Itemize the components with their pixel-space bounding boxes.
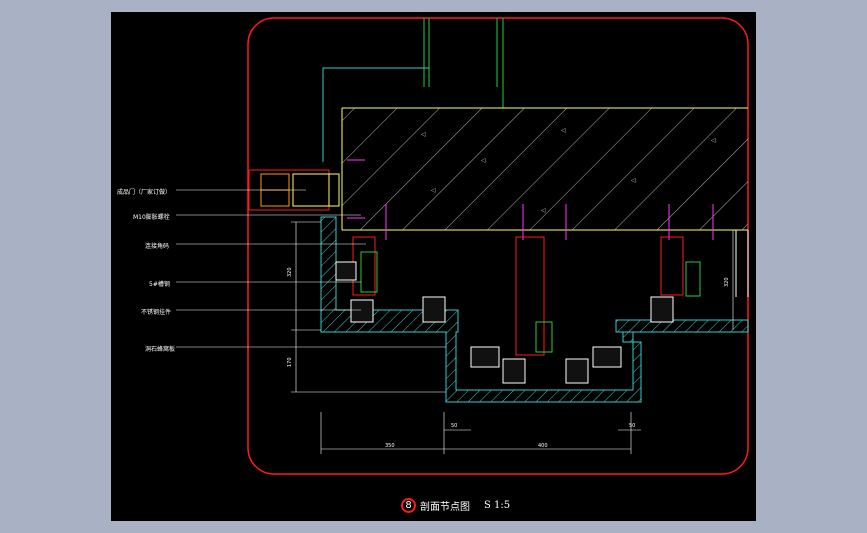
label-door: 成品门（厂家订做）	[117, 189, 172, 196]
concrete-slab: ◁ ◁ ◁ ◁ ◁ ◁ ◁	[341, 107, 748, 231]
svg-text:◁: ◁	[541, 207, 546, 214]
dimension-lines	[291, 221, 734, 454]
dim-small-left: 50	[451, 423, 458, 429]
svg-text:◁: ◁	[561, 127, 566, 134]
drawing-title: 8 剖面节点图 S 1:5	[401, 495, 510, 515]
svg-text:◁: ◁	[421, 131, 426, 138]
label-angle-bracket: 连接角码	[145, 243, 170, 250]
svg-text:◁: ◁	[631, 177, 636, 184]
dim-vertical-right: 320	[724, 277, 730, 287]
svg-text:◁: ◁	[481, 157, 486, 164]
dim-bottom-left: 350	[385, 443, 395, 449]
section-drawing: ◁ ◁ ◁ ◁ ◁ ◁ ◁	[176, 17, 749, 475]
label-honeycomb-panel: 洞石蜂窝板	[145, 346, 176, 353]
svg-text:◁: ◁	[711, 137, 716, 144]
detail-scale: S 1:5	[484, 499, 511, 511]
label-expansion-bolt: M10膨胀螺栓	[133, 214, 170, 221]
cladding-profile	[320, 216, 749, 403]
dim-vertical-upper: 320	[287, 267, 293, 277]
dim-bottom-right: 400	[538, 443, 548, 449]
label-stainless-hanger: 不锈钢挂件	[141, 309, 172, 316]
detail-number-badge: 8	[401, 497, 416, 513]
dim-vertical-lower: 170	[287, 357, 293, 367]
upper-mullion	[423, 18, 504, 108]
dim-small-right: 50	[629, 423, 636, 429]
anchor-bolts	[347, 159, 714, 240]
svg-text:◁: ◁	[431, 187, 436, 194]
leader-lines	[176, 189, 446, 348]
cad-viewport[interactable]: ◁ ◁ ◁ ◁ ◁ ◁ ◁	[111, 12, 756, 521]
label-channel-steel: 5#槽钢	[149, 281, 170, 288]
detail-title-text: 剖面节点图	[420, 501, 470, 513]
